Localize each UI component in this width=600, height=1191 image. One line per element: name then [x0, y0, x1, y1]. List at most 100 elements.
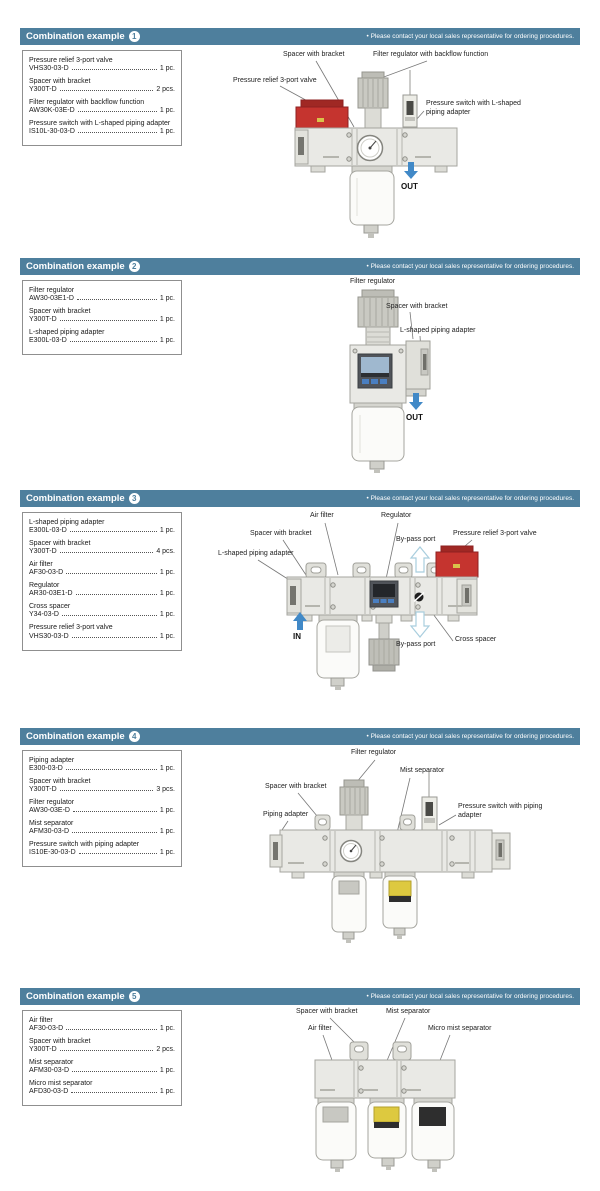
- part-name: Regulator: [29, 582, 60, 590]
- filter-regulator-knob: [357, 289, 399, 346]
- part-name: Pressure switch with piping adapter: [29, 841, 140, 849]
- bypass-arrow-down-icon: [409, 611, 431, 638]
- callout-spacer: Spacer with bracket: [283, 51, 345, 58]
- dotted-leader: [77, 132, 157, 134]
- part-name: Pressure relief 3-port valve: [29, 57, 113, 64]
- part-qty: 1 pc.: [159, 1088, 175, 1096]
- dotted-leader: [59, 90, 154, 92]
- part-name: Pressure switch with L-shaped piping ada…: [29, 120, 171, 128]
- part-code: VHS30-03-D: [29, 65, 69, 73]
- callout-mist-separator: Mist separator: [400, 767, 445, 774]
- dotted-leader: [69, 531, 157, 533]
- part-code: Y300T-D: [29, 86, 57, 94]
- callout-micro-mist-separator: Micro mist separator: [428, 1025, 492, 1032]
- callout-spacer: Spacer with bracket: [265, 783, 327, 790]
- spacer-bracket-adapter: [405, 340, 431, 397]
- callout-filter-regulator: Filter regulator: [351, 749, 397, 756]
- mounting-tabs-top: [305, 562, 445, 579]
- callout-l-adapter: L-shaped piping adapter: [218, 550, 294, 557]
- dotted-leader: [71, 636, 157, 638]
- part-code: AFD30-03-D: [29, 1088, 69, 1096]
- pressure-switch-unit: [421, 769, 438, 831]
- callout-filter-regulator: Filter regulator: [350, 278, 396, 285]
- part-name: Spacer with bracket: [29, 308, 91, 316]
- part-code: Y300T-D: [29, 548, 57, 556]
- part-code: IS10L-30-03-D: [29, 128, 75, 136]
- cross-spacer-pin: [413, 591, 425, 603]
- out-label: OUT: [406, 413, 423, 422]
- part-code: AF30-03-D: [29, 569, 64, 577]
- contact-note: • Please contact your local sales repres…: [366, 993, 575, 1000]
- part-code: AR30-03E1-D: [29, 590, 73, 598]
- contact-note: • Please contact your local sales repres…: [366, 733, 575, 740]
- filter-bowl: [349, 165, 395, 238]
- part-name: Air filter: [29, 1017, 53, 1024]
- callout-piping-adapter: Piping adapter: [263, 811, 309, 818]
- pressure-switch-unit: [402, 70, 418, 128]
- part-qty: 1 pc.: [159, 765, 175, 773]
- part-qty: 1 pc.: [159, 65, 175, 73]
- combination-4-illustration: [269, 759, 511, 943]
- callout-filter-regulator: Filter regulator with backflow function: [373, 51, 489, 58]
- part-qty: 3 pcs.: [156, 786, 175, 794]
- callout-cross-spacer: Cross spacer: [455, 636, 497, 643]
- manifold-body: [269, 829, 511, 879]
- callout-air-filter: Air filter: [308, 1025, 332, 1032]
- dotted-leader: [66, 1029, 157, 1031]
- dotted-leader: [59, 552, 154, 554]
- part-name: Filter regulator: [29, 799, 75, 807]
- part-qty: 1 pc.: [159, 632, 175, 640]
- part-code: AW30-03E1-D: [29, 295, 74, 303]
- dotted-leader: [78, 853, 157, 855]
- part-name: Piping adapter: [29, 757, 75, 764]
- part-name: Spacer with bracket: [29, 778, 91, 786]
- part-qty: 2 pcs.: [156, 1046, 175, 1054]
- contact-note: • Please contact your local sales repres…: [366, 33, 575, 40]
- filter-regulator-knob: [339, 779, 369, 831]
- part-item: Pressure switch with piping adapter IS10…: [29, 840, 175, 856]
- parts-list-1: Pressure relief 3-port valve VHS30-03-D 1…: [22, 50, 182, 147]
- part-code: Y300T-D: [29, 1046, 57, 1054]
- contact-note: • Please contact your local sales repres…: [366, 495, 575, 502]
- out-arrow-icon: [409, 393, 423, 410]
- part-name: L-shaped piping adapter: [29, 519, 105, 526]
- part-code: AW30K-03E-D: [29, 107, 75, 115]
- dotted-leader: [72, 811, 157, 813]
- dotted-leader: [59, 320, 157, 322]
- part-code: AFM30-03-D: [29, 828, 70, 836]
- dotted-leader: [77, 111, 157, 113]
- dotted-leader: [71, 69, 157, 71]
- part-code: AFM30-03-D: [29, 1067, 70, 1075]
- part-code: IS10E-30-03-D: [29, 849, 76, 857]
- callout-regulator: Regulator: [381, 512, 412, 519]
- mounting-tabs-top: [349, 1041, 412, 1061]
- dotted-leader: [76, 299, 157, 301]
- part-code: AW30-03E-D: [29, 807, 70, 815]
- diagram-combination-5: Spacer with bracket Mist separator Air f…: [290, 1005, 580, 1190]
- mounting-tabs-top: [314, 814, 416, 831]
- part-row: AFD30-03-D 1 pc.: [29, 1088, 175, 1095]
